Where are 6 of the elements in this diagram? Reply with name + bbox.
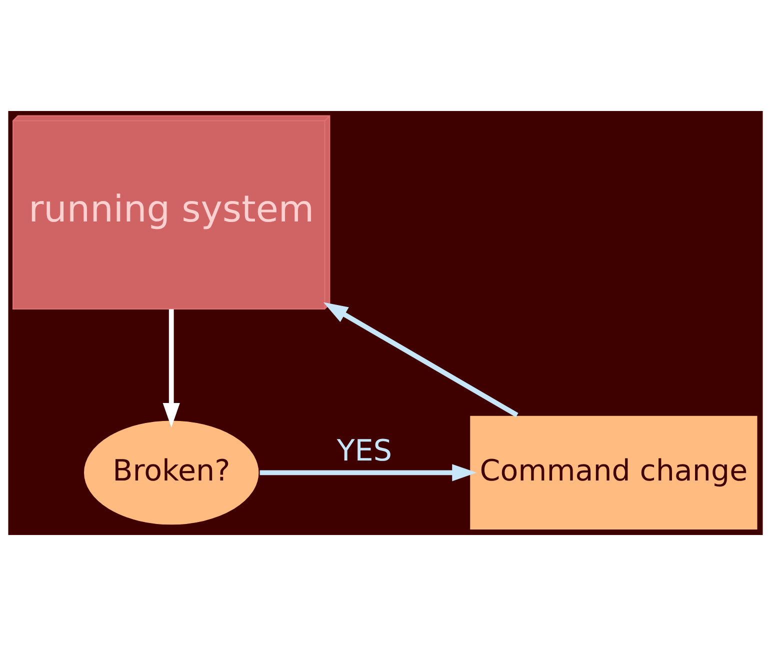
arrow [162, 308, 180, 427]
edge-label: YES [336, 433, 392, 468]
arrow [260, 464, 477, 481]
node-box: Command change [468, 414, 758, 530]
node-ellipse: Broken? [82, 419, 260, 526]
arrow [323, 302, 518, 417]
